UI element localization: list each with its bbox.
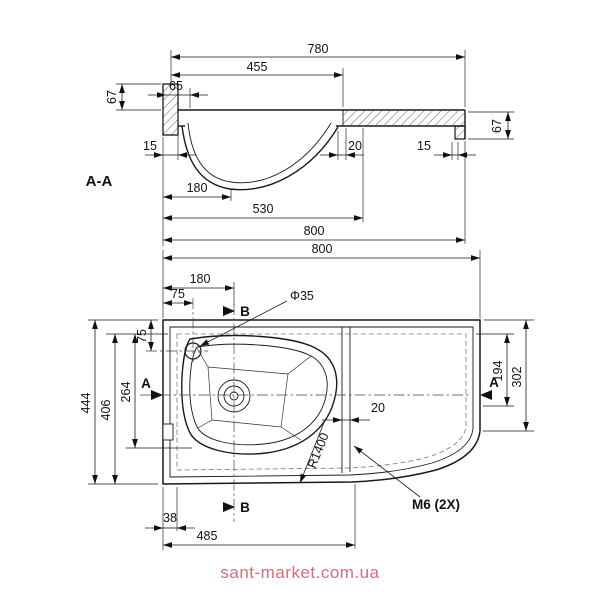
dim-180-plan: 180 <box>190 272 211 286</box>
section-a-arrow-left <box>151 390 163 400</box>
basin-hidden-edge <box>176 333 467 471</box>
dim-455: 455 <box>247 60 268 74</box>
dim-20-section: 20 <box>348 139 362 153</box>
plan-section-markers: A A B B <box>141 304 499 515</box>
dim-485: 485 <box>197 529 218 543</box>
plan-view: A A B B 800 180 75 Φ35 75 444 406 264 19… <box>79 242 534 550</box>
plan-extension-lines <box>88 250 534 550</box>
marker-a-left: A <box>141 376 151 391</box>
dim-444: 444 <box>79 393 93 414</box>
dim-406: 406 <box>99 400 113 421</box>
dim-38: 38 <box>163 511 177 525</box>
dim-15-right: 15 <box>417 139 431 153</box>
basin-outer-edge <box>162 319 481 485</box>
dim-75-left: 75 <box>135 329 149 343</box>
dim-180-section: 180 <box>187 181 208 195</box>
bowl-inner-profile <box>187 122 332 184</box>
dim-75-top: 75 <box>171 287 185 301</box>
dim-15-left: 15 <box>143 139 157 153</box>
dim-264: 264 <box>119 382 133 403</box>
section-a-arrow-right <box>480 390 492 400</box>
plan-dimension-lines <box>92 255 529 548</box>
section-profile <box>162 83 466 191</box>
section-dimension-labels: 780 455 67 65 67 15 20 15 180 530 800 A-… <box>86 42 504 238</box>
marker-a-right: A <box>489 375 499 390</box>
bowl-rim-outer <box>181 334 338 455</box>
hole-dia-leader <box>199 300 288 347</box>
dim-780: 780 <box>308 42 329 56</box>
right-apron-cut <box>454 125 466 140</box>
thread-note: M6 (2X) <box>412 497 460 512</box>
section-view: 780 455 67 65 67 15 20 15 180 530 800 A-… <box>86 42 514 246</box>
left-edge-detail <box>162 423 174 441</box>
thread-leader <box>353 445 421 498</box>
bowl-rim-inner <box>189 343 328 446</box>
slab-cut-hatch <box>343 110 465 126</box>
dim-67-right: 67 <box>490 119 504 133</box>
radius-leader <box>299 419 326 484</box>
center-and-section-lines <box>140 298 470 522</box>
dim-67-left: 67 <box>105 90 119 104</box>
section-b-arrow-bottom <box>223 502 235 512</box>
dim-800-section: 800 <box>304 224 325 238</box>
dim-hole-diameter: Φ35 <box>290 289 314 303</box>
bowl-plan <box>181 334 338 455</box>
watermark: sant-market.com.ua <box>220 563 379 582</box>
marker-b-top: B <box>240 304 250 319</box>
plan-outline <box>162 319 481 485</box>
dim-302: 302 <box>510 367 524 388</box>
basin-rim-edge <box>169 326 474 478</box>
dim-65: 65 <box>169 79 183 93</box>
section-title: A-A <box>86 173 113 190</box>
dim-530: 530 <box>253 202 274 216</box>
marker-b-bottom: B <box>240 500 250 515</box>
plan-leaders <box>199 300 421 498</box>
section-b-arrow-top <box>223 306 235 316</box>
dim-194: 194 <box>491 361 505 382</box>
section-dimension-lines <box>119 54 511 243</box>
dim-800-plan: 800 <box>312 242 333 256</box>
dim-20-plan: 20 <box>371 401 385 415</box>
